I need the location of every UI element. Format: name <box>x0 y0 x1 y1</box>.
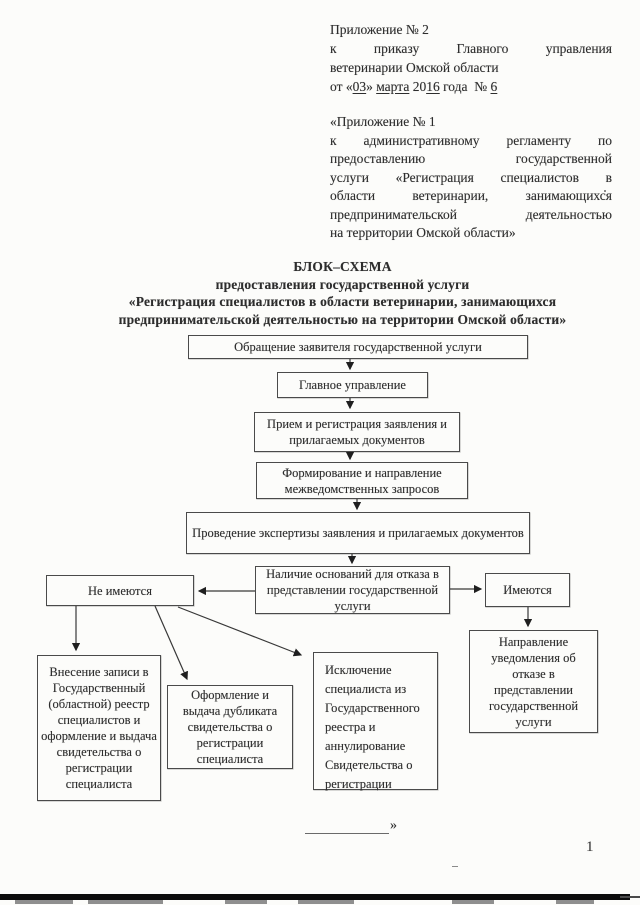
appendix-2-date-line: от «03» марта 2016 года № 6 <box>330 77 612 96</box>
date-day: 03 <box>352 79 367 94</box>
flow-box-grounds-absent: Не имеются <box>46 575 194 606</box>
flow-box-register-entry: Внесение записи в Государственный (облас… <box>37 655 161 801</box>
signature-blank-line <box>305 833 389 834</box>
appendix-1-line-2: к административному регламенту по <box>330 132 612 148</box>
scan-edge-shadow <box>15 900 73 904</box>
flow-box-refusal-grounds-decision: Наличие оснований для отказа в представл… <box>255 566 450 614</box>
date-sep-2: 20 <box>409 79 427 94</box>
appendix-1-line-7: на территории Омской области» <box>330 225 516 240</box>
flow-box-main-department: Главное управление <box>277 372 428 398</box>
scan-edge-bar-right <box>620 896 640 898</box>
date-prefix: от « <box>330 79 353 94</box>
scan-edge-shadow <box>556 900 594 904</box>
flow-box-reception-registration: Прием и регистрация заявления и прилагае… <box>254 412 460 452</box>
closing-quote-mark: » <box>390 818 397 833</box>
title-line-4: предпринимательской деятельностью на тер… <box>118 311 567 327</box>
date-sep-3: года № <box>439 79 491 94</box>
scan-edge-shadow <box>225 900 267 904</box>
date-sep-1: » <box>366 79 377 94</box>
appendix-2-line-2: к приказу Главного управления <box>330 41 612 56</box>
flow-box-duplicate-certificate: Оформление и выдача дубликата свидетельс… <box>167 685 293 769</box>
appendix-2-line-3: ветеринарии Омской области <box>330 60 499 75</box>
appendix-1-line-3: предоставлению государственной <box>330 151 612 166</box>
scan-edge-shadow <box>88 900 163 904</box>
scan-edge-shadow <box>298 900 354 904</box>
scan-edge-shadow <box>452 900 494 904</box>
document-title: БЛОК–СХЕМА предоставления государственно… <box>55 258 630 328</box>
scan-speck <box>452 866 458 867</box>
title-line-3: «Регистрация специалистов в области вете… <box>128 294 557 309</box>
flow-box-exclusion-annulment: Исключение специалиста из Государственно… <box>313 652 438 791</box>
appendix-1-line-4: услуги «Регистрация специалистов в <box>330 169 612 185</box>
flow-box-grounds-present: Имеются <box>485 573 570 607</box>
arrow-absent-to-exclusion <box>177 606 303 657</box>
flow-box-refusal-notice: Направление уведомления об отказе в пред… <box>469 630 598 733</box>
appendix-1-line-5: области ветеринарии, занимающихся <box>330 188 612 203</box>
date-order-number: 6 <box>490 79 498 94</box>
flow-box-applicant-request: Обращение заявителя государственной услу… <box>188 335 528 359</box>
title-line-1: БЛОК–СХЕМА <box>293 259 392 274</box>
appendix-1-header: «Приложение № 1 к административному регл… <box>330 113 612 243</box>
flow-box-expertise: Проведение экспертизы заявления и прилаг… <box>186 512 530 554</box>
appendix-1-line-1: «Приложение № 1 <box>330 114 436 129</box>
scan-speck <box>604 190 606 192</box>
appendix-1-line-6: предпринимательской деятельностью <box>330 206 612 222</box>
date-month: марта <box>376 79 410 94</box>
appendix-2-header: Приложение № 2 к приказу Главного управл… <box>330 20 612 96</box>
date-year: 16 <box>426 79 440 94</box>
scan-edge-bar <box>0 894 630 900</box>
appendix-2-line-1: Приложение № 2 <box>330 22 429 37</box>
flow-box-interagency-requests: Формирование и направление межведомствен… <box>256 462 468 499</box>
title-line-2: предоставления государственной услуги <box>215 276 470 292</box>
page-number: 1 <box>586 839 594 855</box>
